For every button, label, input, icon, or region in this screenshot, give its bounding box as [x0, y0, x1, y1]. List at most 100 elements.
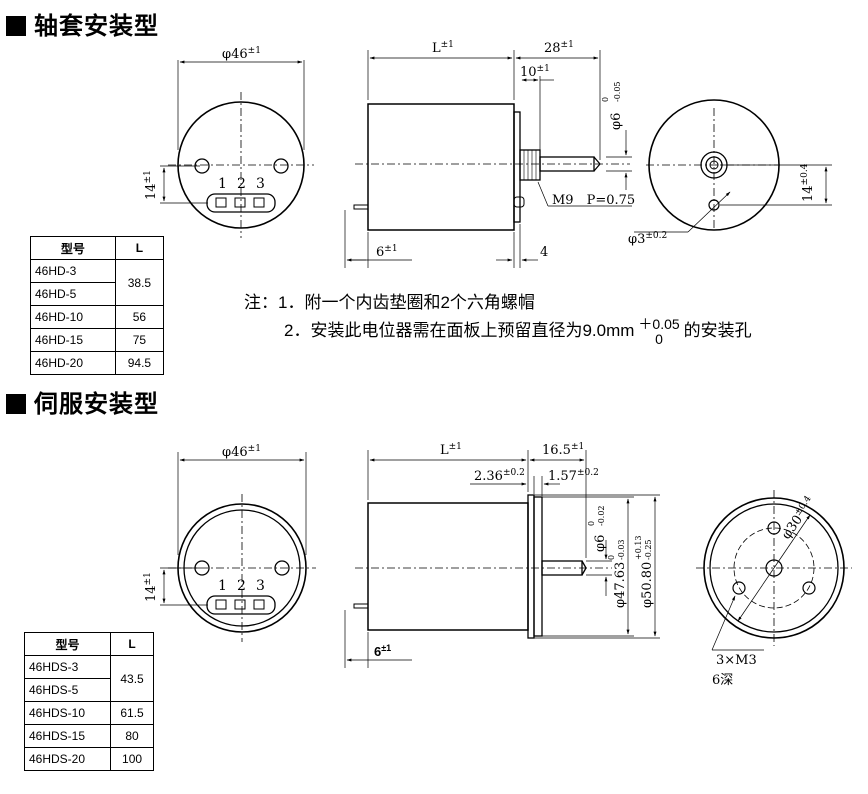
- svg-text:14±1: 14±1: [143, 572, 159, 602]
- s2-front-diameter-tol: ±1: [248, 444, 261, 454]
- table-cell: 46HDS-10: [23, 701, 112, 725]
- table-cell: 61.5: [110, 701, 154, 725]
- table-row: 46HD-5: [30, 282, 164, 306]
- svg-text:14±1: 14±1: [143, 170, 159, 200]
- s1-side-terminal-tol: ±1: [384, 244, 397, 254]
- s2-side-flange-dia: φ50.80: [640, 562, 655, 608]
- section2-title-text: 伺服安装型: [34, 390, 159, 418]
- s1-rear-pin-tol: ±0.2: [645, 231, 667, 241]
- table-cell: 100: [110, 747, 154, 771]
- table-cell: 56: [114, 305, 165, 329]
- s2-side-overall-tol: ±1: [571, 442, 584, 452]
- table-header: L: [110, 632, 154, 656]
- s2-rear-thread: 3×M3: [716, 653, 757, 668]
- section2-title: 伺服安装型: [6, 384, 159, 419]
- s2-pin3-label: 3: [256, 578, 265, 594]
- s1-side-terminal: 6: [376, 245, 384, 260]
- s2-side-terminal: 6: [374, 644, 381, 659]
- s2-side-flange-b-tol: ±0.2: [577, 468, 599, 478]
- s1-front-spacing-tol: ±1: [143, 170, 153, 183]
- s1-side-bushing: 10: [520, 65, 537, 80]
- table-cell: 46HD-5: [30, 282, 116, 306]
- notes-label: 注：: [244, 293, 278, 312]
- s2-side-shaft-tol-lower: -0.02: [597, 505, 606, 526]
- s2-side-length: L: [440, 443, 449, 458]
- svg-text:φ46±1: φ46±1: [222, 444, 261, 460]
- table-cell: 46HDS-15: [23, 724, 112, 748]
- s2-rear-depth: 6深: [712, 673, 733, 688]
- s2-rear-bolt-circle-tol: ±0.4: [793, 494, 814, 518]
- s2-side-flange-b: 1.57: [548, 469, 577, 484]
- svg-text:16.5±1: 16.5±1: [542, 442, 584, 458]
- s2-side-length-tol: ±1: [449, 442, 462, 452]
- svg-text:φ3±0.2: φ3±0.2: [628, 231, 667, 247]
- notes-block: 注：1．附一个内齿垫圈和2个六角螺帽 2．安装此电位器需在面板上预留直径为9.0…: [244, 288, 864, 348]
- s1-side-bushing-tol: ±1: [537, 64, 550, 74]
- s1-side-length-tol: ±1: [441, 40, 454, 50]
- s1-side-shaft-tol-lower: -0.05: [613, 81, 622, 102]
- svg-text:L±1: L±1: [440, 442, 462, 458]
- s2-front-spacing: 14: [144, 585, 159, 602]
- s1-rear-hole-spacing-tol: ±0.4: [800, 163, 810, 185]
- svg-text:L±1: L±1: [432, 40, 454, 56]
- s2-side-hub-dia: φ47.63: [613, 562, 628, 608]
- svg-text:6±1: 6±1: [376, 244, 398, 260]
- square-bullet-icon: [6, 16, 26, 36]
- s1-rear-view: [634, 99, 832, 233]
- svg-text:φ30±0.4: φ30±0.4: [778, 494, 819, 542]
- svg-text:28±1: 28±1: [544, 40, 574, 56]
- table-cell: 46HD-20: [30, 351, 116, 375]
- s1-side-thread: M9 P=0.75: [552, 193, 635, 208]
- s2-side-flange-a: 2.36: [474, 469, 503, 484]
- s1-side-end: 4: [540, 245, 548, 260]
- s1-side-shaft-dia: φ6: [609, 113, 624, 130]
- table-header: 型号: [23, 632, 112, 656]
- s2-side-view: [344, 450, 660, 668]
- table-cell: 46HD-15: [30, 328, 116, 352]
- s1-side-length: L: [432, 41, 441, 56]
- section1-title: 轴套安装型: [6, 6, 159, 41]
- s2-side-terminal-tol: ±1: [381, 643, 391, 653]
- table-row: 46HDS-5: [23, 678, 154, 702]
- s1-front-view: [160, 60, 314, 238]
- s1-side-view: [344, 50, 632, 268]
- s2-pin1-label: 1: [218, 578, 227, 594]
- s2-side-shaft-tol-upper: 0: [587, 521, 596, 526]
- s2-front-view: [160, 452, 316, 642]
- s2-front-spacing-tol: ±1: [143, 572, 153, 585]
- s1-side-overall-tol: ±1: [561, 40, 574, 50]
- notes-tol-upper: ＋0.05: [638, 315, 680, 332]
- s1-rear-hole-spacing: 14: [801, 185, 816, 202]
- notes-line2-suffix: 的安装孔: [683, 321, 752, 340]
- s2-side-flange-tol-upper: +0.13: [634, 535, 643, 560]
- notes-line2-prefix: 2．安装此电位器需在面板上预留直径为9.0mm: [284, 321, 635, 340]
- table-cell: 46HD-10: [30, 305, 116, 329]
- s2-side-flange-a-tol: ±0.2: [503, 468, 525, 478]
- s1-front-diameter: φ46: [222, 47, 248, 62]
- s1-rear-pin-dia: φ3: [628, 232, 645, 247]
- table-cell: 46HDS-3: [23, 655, 112, 679]
- svg-text:2.36±0.2: 2.36±0.2: [474, 468, 525, 484]
- table-cell: 43.5: [110, 655, 154, 702]
- s2-side-hub-tol-lower: -0.03: [617, 539, 626, 560]
- s1-front-diameter-tol: ±1: [248, 46, 261, 56]
- svg-text:14±0.4: 14±0.4: [800, 163, 816, 202]
- notes-tol-lower: 0: [655, 330, 663, 347]
- table-cell: 46HDS-20: [23, 747, 112, 771]
- s1-front-spacing: 14: [144, 183, 159, 200]
- s2-front-diameter: φ46: [222, 445, 248, 460]
- svg-text:1.57±0.2: 1.57±0.2: [548, 468, 599, 484]
- table-header: L: [114, 236, 165, 260]
- table-cell: 46HD-3: [30, 259, 116, 283]
- s1-pin3-label: 3: [256, 176, 265, 192]
- s1-side-shaft-tol-upper: 0: [601, 97, 610, 102]
